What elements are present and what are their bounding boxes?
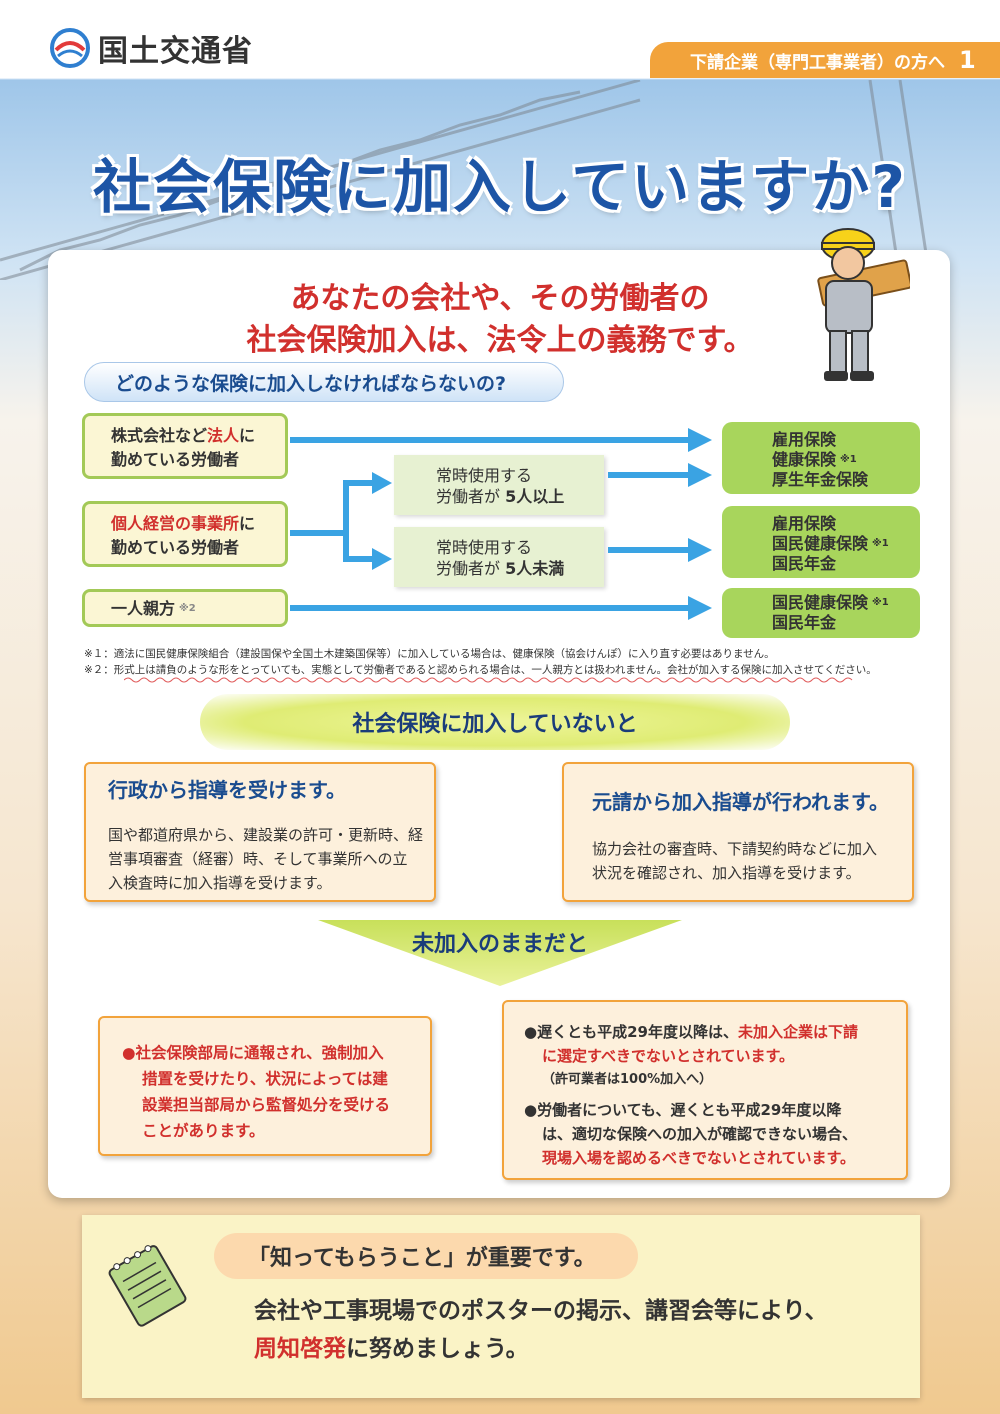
- sole-post: に: [239, 514, 256, 533]
- lead-message: あなたの会社や、その労働者の 社会保険加入は、法令上の義務です。: [150, 278, 850, 362]
- insurance-set-b: 雇用保険 国民健康保険※1 国民年金: [722, 506, 920, 578]
- audience-tab: 下請企業（専門工事業者）の方へ 1: [650, 42, 1000, 78]
- footnote-wavy-underline: [124, 677, 853, 683]
- page-title: 社会保険に加入していますか?: [93, 153, 907, 221]
- exclusion-a1: ●遅くとも平成29年度以降は、: [524, 1023, 738, 1041]
- arrow-sole-shaft: [290, 530, 346, 536]
- corp-highlight: 法人: [207, 426, 240, 445]
- under5-pre: 労働者が: [436, 559, 506, 578]
- penalty-box: ●社会保険部局に通報され、強制加入 措置を受けたり、状況によっては建 設業担当部…: [98, 1016, 432, 1156]
- awareness-line-1: 会社や工事現場でのポスターの掲示、講習会等により、: [254, 1298, 828, 1324]
- awareness-highlight: 周知啓発: [254, 1336, 346, 1362]
- corporation-worker-box: 株式会社など法人に 勤めている労働者: [82, 413, 288, 479]
- oyakata-mark: ※2: [179, 603, 196, 614]
- penalty-line-3: 設業担当部局から監督処分を受ける: [142, 1096, 391, 1114]
- arrow-over5-shaft: [608, 472, 692, 478]
- penalty-line-4: ことがあります。: [142, 1122, 265, 1140]
- flow-arrows: [290, 428, 712, 620]
- footnote-1: ※１：適法に国民健康保険組合（建設国保や全国土木建築国保等）に加入している場合は…: [84, 648, 775, 660]
- exclusion-a1-highlight: 未加入企業は下請: [737, 1023, 858, 1041]
- ministry-logo: 国土交通省: [50, 28, 253, 69]
- penalty-line-1: ●社会保険部局に通報され、強制加入: [122, 1044, 384, 1062]
- government-guidance-title: 行政から指導を受けます。: [108, 778, 346, 802]
- corp-pre: 株式会社など: [111, 426, 208, 445]
- exclusion-b1: ●労働者についても、遅くとも平成29年度以降: [524, 1101, 842, 1119]
- set-a-item-1: 雇用保険: [772, 430, 837, 449]
- exclusion-b3: 現場入場を認めるべきでないとされています。: [542, 1149, 856, 1167]
- arrow-under5-head: [688, 538, 712, 562]
- insurance-set-a: 雇用保険 健康保険※1 厚生年金保険: [722, 422, 920, 494]
- arrow-branch-bottom-head: [372, 548, 392, 570]
- sole-highlight: 個人経営の事業所: [111, 514, 240, 533]
- over5-line-1: 常時使用する: [436, 466, 533, 485]
- question-bar: どのような保険に加入しなければならないの?: [84, 362, 564, 402]
- oyakata-box: 一人親方※2: [82, 589, 288, 627]
- set-b-mark: ※1: [872, 538, 889, 549]
- footnote-2: ※２：形式上は請負のような形をとっていても、実態として労働者であると認められる場…: [84, 664, 877, 676]
- sole-proprietor-worker-box: 個人経営の事業所に 勤めている労働者: [82, 501, 288, 567]
- page-number: 1: [959, 46, 976, 74]
- set-c-mark: ※1: [872, 597, 889, 608]
- arrow-branch-top-head: [372, 472, 392, 494]
- consequence-banner: 社会保険に加入していないと: [200, 694, 790, 750]
- set-b-item-3: 国民年金: [772, 554, 837, 573]
- set-a-item-3: 厚生年金保険: [772, 470, 869, 489]
- arrow-oyakata-head: [688, 596, 712, 620]
- audience-label: 下請企業（専門工事業者）の方へ: [690, 52, 945, 73]
- prime-line-2: 状況を確認され、加入指導を受けます。: [592, 864, 861, 882]
- under5-highlight: 5人未満: [505, 559, 565, 578]
- insurance-set-c: 国民健康保険※1 国民年金: [722, 588, 920, 638]
- subcontract-exclusion-box: ●遅くとも平成29年度以降は、未加入企業は下請 に選定すべきでないとされています…: [502, 1000, 908, 1180]
- set-b-item-2: 国民健康保険: [772, 534, 869, 553]
- lead-line-1: あなたの会社や、その労働者の: [290, 281, 710, 316]
- arrow-over5-head: [688, 463, 712, 487]
- penalty-line-2: 措置を受けたり、状況によっては建: [142, 1070, 388, 1088]
- ministry-name: 国土交通省: [98, 34, 253, 69]
- government-guidance-box: 行政から指導を受けます。 国や都道府県から、建設業の許可・更新時、経 営事項審査…: [84, 762, 436, 902]
- exclusion-b2: は、適切な保険への加入が確認できない場合、: [542, 1125, 858, 1143]
- corp-post: に: [239, 426, 256, 445]
- set-c-item-1: 国民健康保険: [772, 593, 869, 612]
- arrow-branch-bottom: [343, 556, 373, 562]
- sole-line-2: 勤めている労働者: [111, 538, 240, 557]
- gov-line-1: 国や都道府県から、建設業の許可・更新時、経: [108, 826, 424, 844]
- exclusion-a3: （許可業者は100%加入へ）: [542, 1072, 713, 1087]
- over5-pre: 労働者が: [436, 487, 506, 506]
- prime-contractor-guidance-box: 元請から加入指導が行われます。 協力会社の審査時、下請契約時などに加入 状況を確…: [562, 762, 914, 902]
- lead-line-2: 社会保険加入は、法令上の義務です。: [246, 323, 754, 358]
- down-chevron-icon: [318, 920, 682, 986]
- under5-line-1: 常時使用する: [436, 538, 533, 557]
- set-a-item-2: 健康保険: [772, 450, 837, 469]
- arrow-corp-shaft: [290, 437, 690, 443]
- awareness-message: 会社や工事現場でのポスターの掲示、講習会等により、 周知啓発に努めましょう。: [254, 1292, 894, 1368]
- awareness-heading: 「知ってもらうこと」が重要です。: [214, 1233, 638, 1279]
- gov-line-3: 入検査時に加入指導を受けます。: [108, 874, 332, 892]
- five-or-more-box: 常時使用する 労働者が 5人以上: [394, 455, 604, 515]
- exclusion-a2: に選定すべきでないとされています。: [542, 1047, 795, 1065]
- prime-line-1: 協力会社の審査時、下請契約時などに加入: [592, 840, 878, 858]
- prime-guidance-title: 元請から加入指導が行われます。: [592, 790, 889, 814]
- set-b-item-1: 雇用保険: [772, 514, 837, 533]
- arrow-corp-head: [688, 428, 712, 452]
- gov-line-2: 営事項審査（経審）時、そして事業所への立: [108, 850, 408, 868]
- notepad-icon: [108, 1245, 187, 1327]
- arrow-under5-shaft: [608, 547, 692, 553]
- set-c-item-2: 国民年金: [772, 613, 837, 632]
- mlit-logo-icon: [50, 28, 90, 68]
- arrow-oyakata-shaft: [290, 605, 690, 611]
- chevron-label: 未加入のままだと: [411, 932, 588, 957]
- oyakata-label: 一人親方: [111, 599, 176, 618]
- arrow-branch-vertical: [343, 480, 349, 562]
- set-a-mark: ※1: [840, 454, 857, 465]
- awareness-line-2: に努めましょう。: [346, 1336, 529, 1362]
- arrow-branch-top: [343, 480, 373, 486]
- worker-illustration: [817, 228, 910, 381]
- over5-highlight: 5人以上: [505, 487, 565, 506]
- under-five-box: 常時使用する 労働者が 5人未満: [394, 527, 604, 587]
- corp-line-2: 勤めている労働者: [111, 450, 240, 469]
